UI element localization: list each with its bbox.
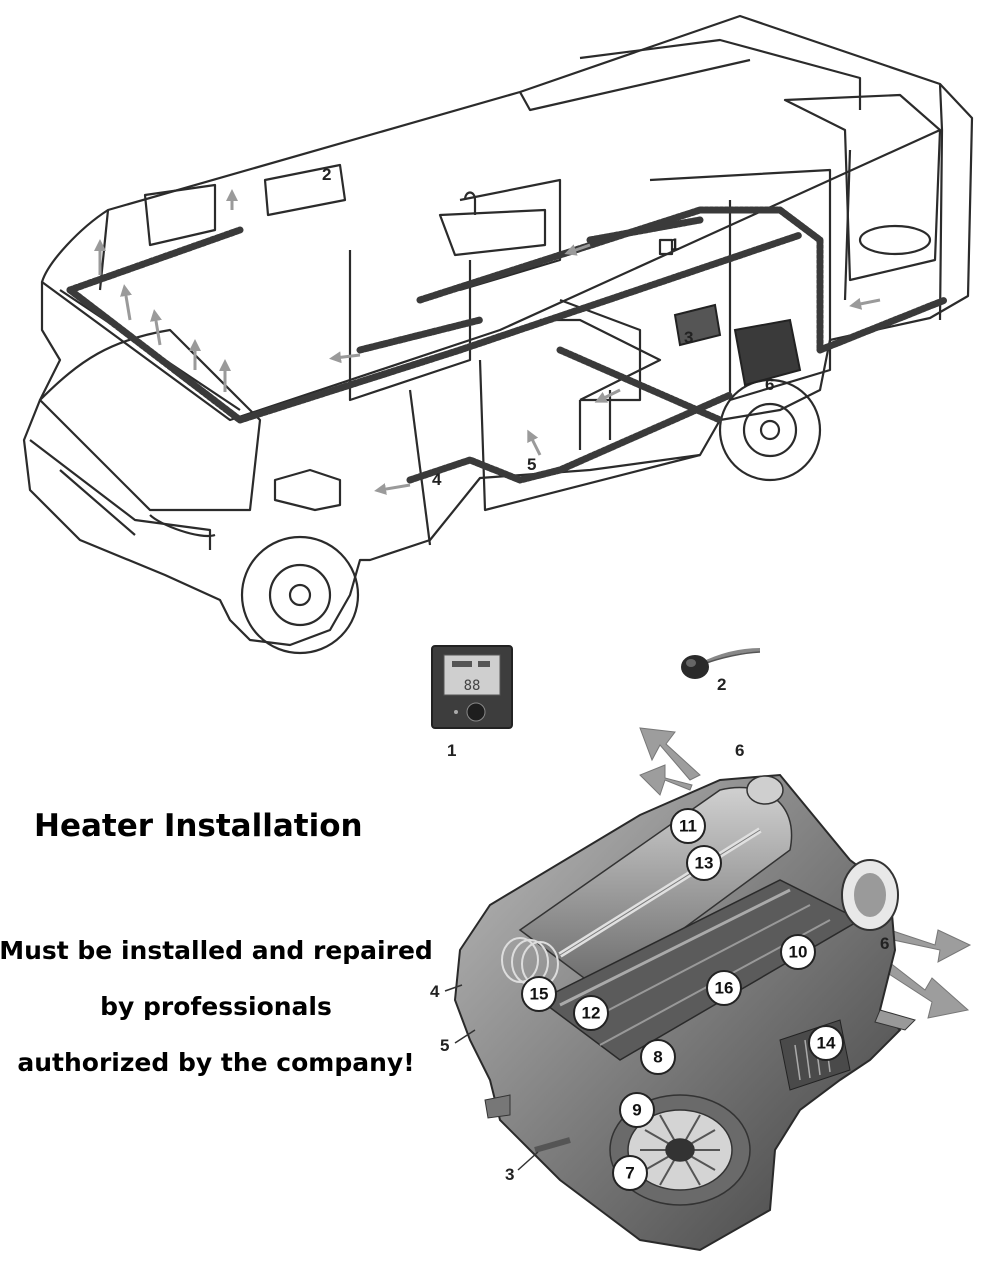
heater-unit-in-van (673, 303, 802, 387)
temperature-sensor (681, 648, 761, 679)
heater-callout-5: 5 (440, 1036, 449, 1055)
rear-wheel (718, 378, 822, 482)
van-callout-5: 5 (527, 455, 536, 474)
heater-callout-14: 14 (808, 1025, 844, 1061)
heater-callout-6-top: 6 (735, 741, 744, 760)
svg-text:11: 11 (679, 817, 697, 836)
heater-callout-13: 13 (686, 845, 722, 881)
heater-callout-10: 10 (780, 934, 816, 970)
svg-text:14: 14 (817, 1034, 836, 1053)
air-ducts (66, 206, 949, 484)
svg-text:88: 88 (464, 678, 481, 694)
safety-note-line-3: authorized by the company! (17, 1048, 415, 1077)
safety-note-line-1: Must be installed and repaired (0, 936, 433, 965)
van-callout-4: 4 (432, 470, 442, 489)
control-panel-callout: 1 (447, 741, 456, 760)
heater-cutaway-illustration (453, 727, 972, 1252)
van-callout-3: 3 (684, 328, 693, 347)
svg-text:10: 10 (789, 943, 808, 962)
motorhome-drawing (22, 14, 974, 655)
heater-callout-6-right: 6 (880, 934, 889, 953)
svg-text:12: 12 (582, 1004, 601, 1023)
van-callout-1: 1 (670, 235, 679, 254)
svg-text:16: 16 (715, 979, 734, 998)
svg-text:7: 7 (625, 1164, 634, 1183)
safety-note-line-2: by professionals (100, 992, 332, 1021)
heater-callout-12: 12 (573, 995, 609, 1031)
heater-callout-8: 8 (640, 1039, 676, 1075)
heater-callout-9: 9 (619, 1092, 655, 1128)
svg-text:8: 8 (653, 1048, 662, 1067)
heater-callout-7: 7 (612, 1155, 648, 1191)
page-title: Heater Installation (34, 808, 363, 844)
heater-callouts-plain: 3 4 5 6 6 (430, 741, 889, 1184)
warm-air-arrows (94, 189, 881, 495)
van-callout-6: 6 (765, 375, 774, 394)
heater-callouts-circled: 11 13 10 16 15 12 14 8 9 7 (521, 808, 844, 1191)
heater-callout-16: 16 (706, 970, 742, 1006)
heater-callout-11: 11 (670, 808, 706, 844)
control-panel: 88 (431, 645, 513, 729)
front-wheel (240, 535, 360, 655)
hot-air-outlet-arrows (639, 727, 972, 1019)
heater-callout-15: 15 (521, 976, 557, 1012)
van-callouts: 1 2 3 4 5 6 (322, 165, 774, 489)
van-callout-2: 2 (322, 165, 331, 184)
heater-callout-4: 4 (430, 982, 440, 1001)
motorhome-body-outline (22, 14, 974, 647)
svg-text:15: 15 (530, 985, 549, 1004)
control-knob-icon (466, 702, 486, 722)
heater-callout-3: 3 (505, 1165, 514, 1184)
sensor-callout: 2 (717, 675, 726, 694)
svg-text:13: 13 (695, 854, 714, 873)
svg-text:9: 9 (632, 1101, 641, 1120)
